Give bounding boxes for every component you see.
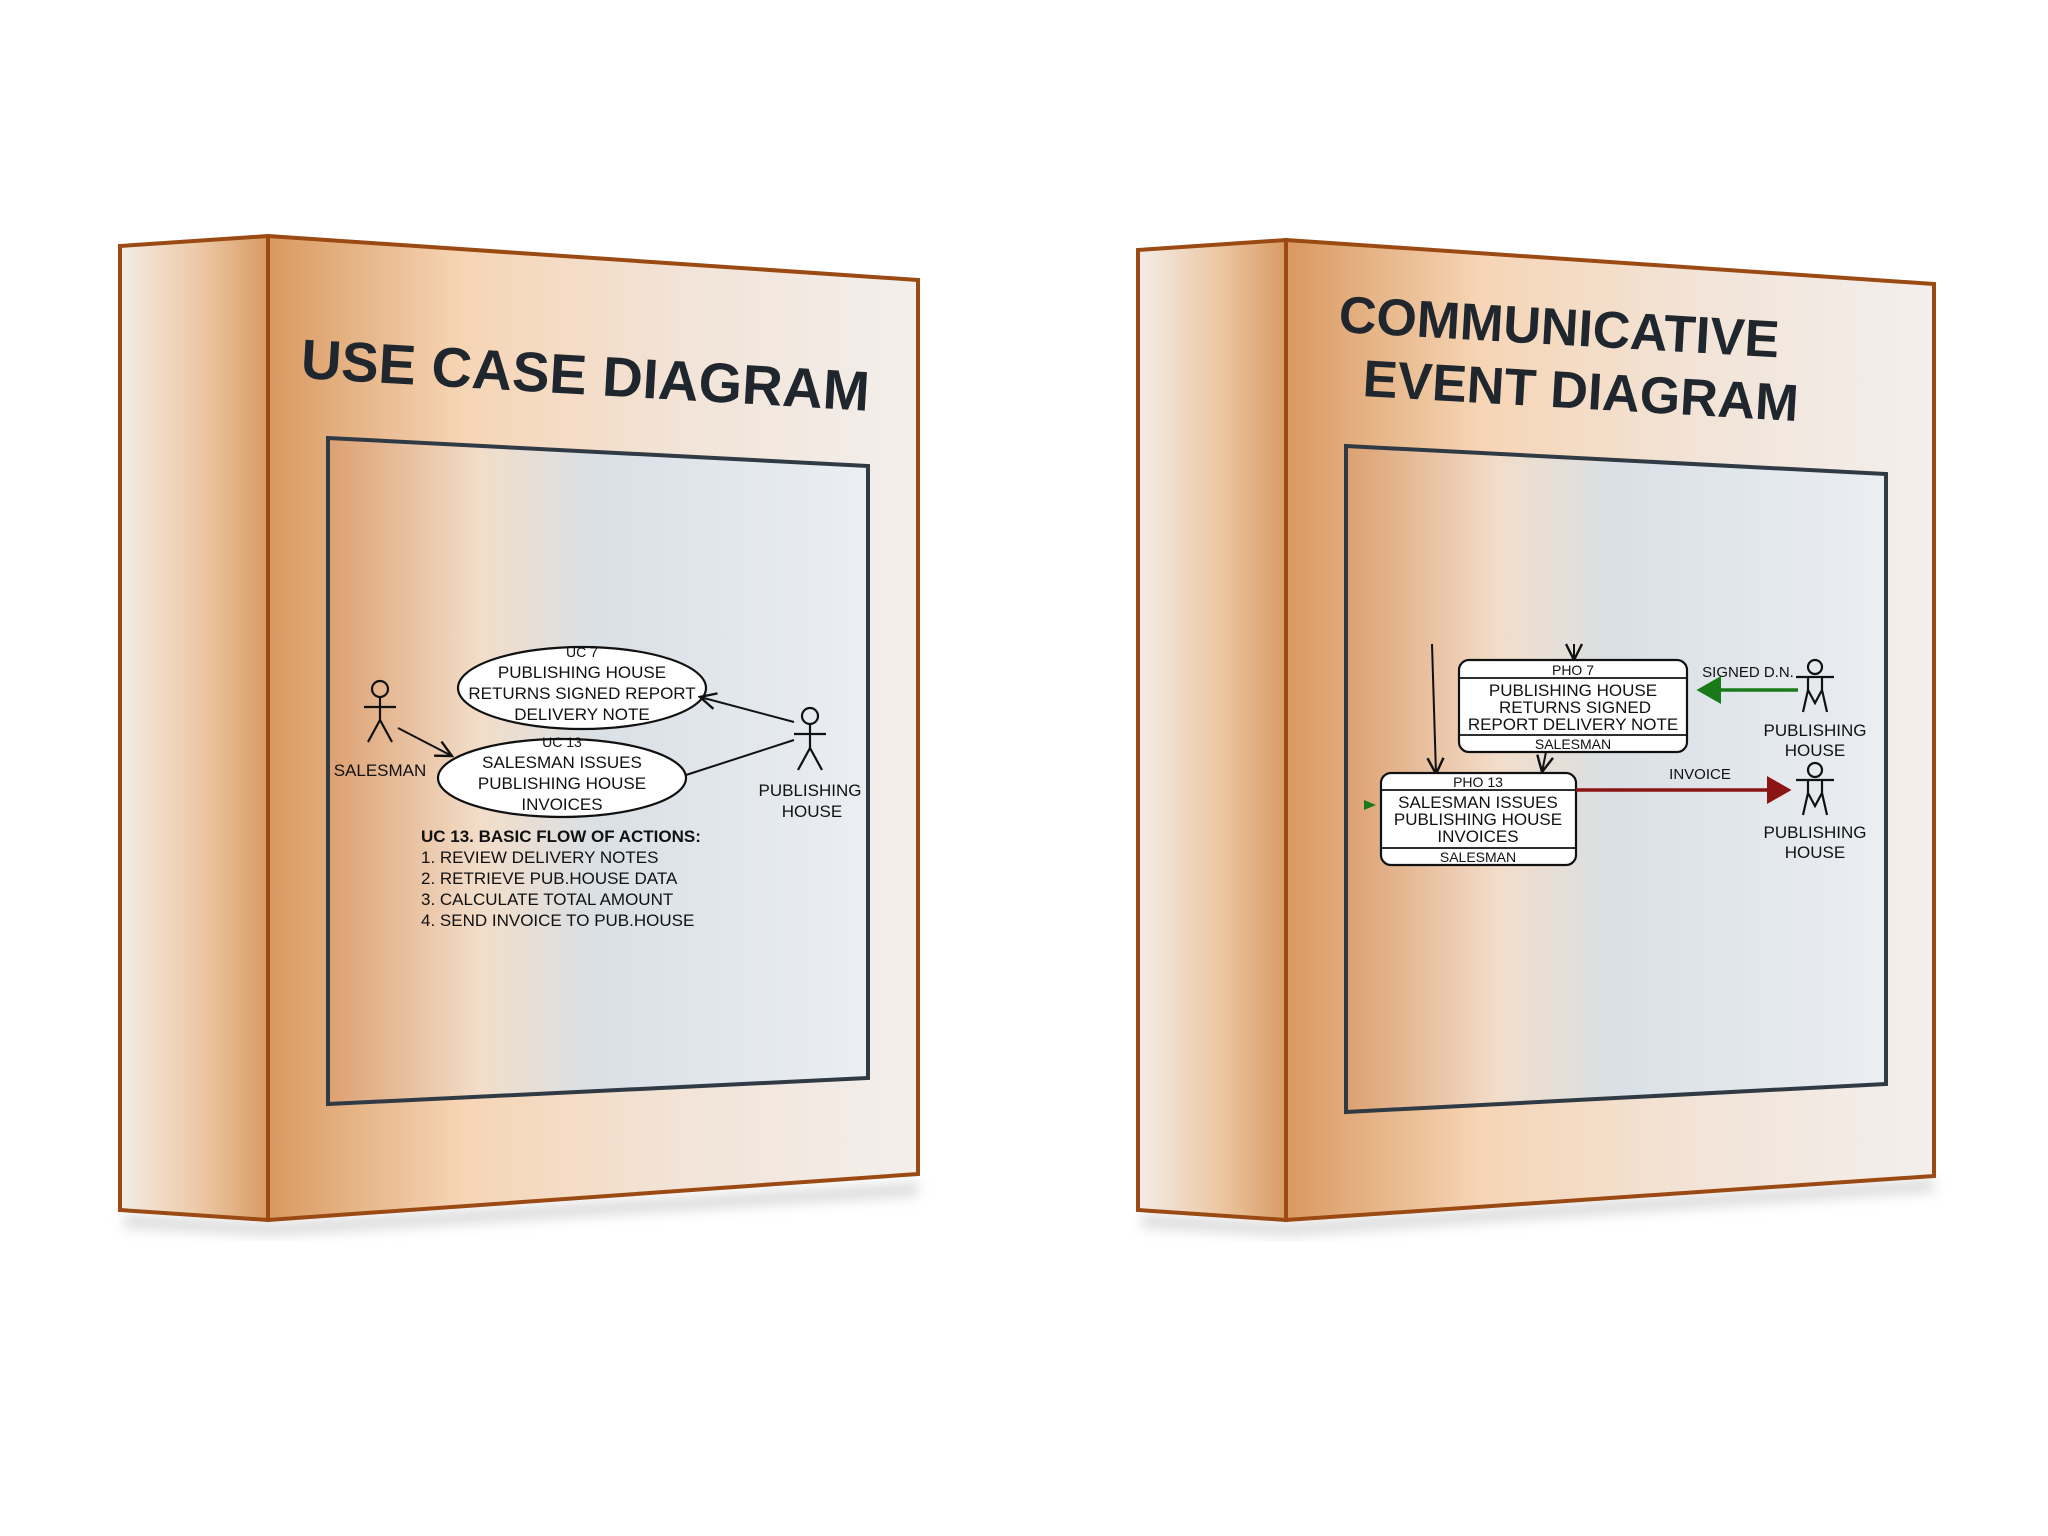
actor-bottom-label-1: PUBLISHING	[1764, 823, 1867, 842]
flow-step-1: 1. REVIEW DELIVERY NOTES	[421, 848, 658, 867]
left-binder-spine	[118, 233, 270, 1223]
publishing-house-actor-label-2: HOUSE	[782, 802, 842, 821]
flow-step-4: 4. SEND INVOICE TO PUB.HOUSE	[421, 911, 694, 930]
uc7-ellipse	[456, 645, 708, 731]
invoice-label: INVOICE	[1669, 766, 1731, 783]
flow-step-3: 3. CALCULATE TOTAL AMOUNT	[421, 890, 673, 909]
salesman-actor-icon	[364, 679, 396, 743]
pho7-actor: SALESMAN	[1535, 736, 1611, 752]
uc13-id: UC 13	[542, 734, 582, 750]
pho7-line-1: PUBLISHING HOUSE	[1489, 681, 1657, 700]
publishing-house-actor-bottom-icon	[1796, 761, 1834, 816]
pho7-id: PHO 7	[1552, 662, 1594, 678]
uc7-line-3: DELIVERY NOTE	[514, 705, 649, 724]
pho13-trigger-marker	[1364, 800, 1376, 810]
uc13-line-3: INVOICES	[521, 795, 602, 814]
salesman-to-uc13-link	[397, 727, 452, 756]
pho13-actor: SALESMAN	[1440, 849, 1516, 865]
actor-top-label-1: PUBLISHING	[1764, 721, 1867, 740]
uc7-id: UC 7	[566, 644, 598, 660]
communicative-event-diagram: PHO 7 PUBLISHING HOUSE RETURNS SIGNED RE…	[1364, 643, 1867, 867]
right-binder: COMMUNICATIVE EVENT DIAGRAM PHO 7 PUBLIS…	[1136, 237, 1936, 1236]
publishing-house-actor-icon	[794, 706, 826, 771]
publishing-house-actor-top-icon	[1796, 658, 1834, 713]
signed-dn-label: SIGNED D.N.	[1702, 664, 1794, 681]
uc13-line-1: SALESMAN ISSUES	[482, 753, 642, 772]
right-diagram-panel	[1344, 443, 1888, 1115]
publishing-to-uc7-link	[700, 697, 795, 723]
uc7-line-2: RETURNS SIGNED REPORT	[468, 684, 695, 703]
flow-step-2: 2. RETRIEVE PUB.HOUSE DATA	[421, 869, 678, 888]
uc7-line-1: PUBLISHING HOUSE	[498, 663, 666, 682]
pho13-id: PHO 13	[1453, 774, 1503, 790]
uc13-line-2: PUBLISHING HOUSE	[478, 774, 646, 793]
pho13-line-1: SALESMAN ISSUES	[1398, 793, 1558, 812]
actor-bottom-label-2: HOUSE	[1785, 843, 1845, 862]
pho13-line-2: PUBLISHING HOUSE	[1394, 810, 1562, 829]
actor-top-label-2: HOUSE	[1785, 741, 1845, 760]
pho13-line-3: INVOICES	[1437, 827, 1518, 846]
salesman-actor-label: SALESMAN	[334, 761, 427, 780]
right-binder-spine	[1136, 237, 1288, 1223]
publishing-house-actor-label-1: PUBLISHING	[759, 781, 862, 800]
incoming-flow-line	[1432, 643, 1436, 774]
left-binder: USE CASE DIAGRAM SALESMAN PUBLISHI	[118, 233, 920, 1236]
flow-title: UC 13. BASIC FLOW OF ACTIONS:	[421, 827, 701, 846]
pho7-box	[1457, 658, 1689, 754]
publishing-to-uc13-link	[685, 739, 795, 776]
pho13-box	[1379, 771, 1578, 867]
pho7-line-3: REPORT DELIVERY NOTE	[1468, 715, 1678, 734]
uc13-ellipse	[436, 737, 688, 819]
pho7-line-2: RETURNS SIGNED	[1499, 698, 1651, 717]
pho7-to-pho13-arrow	[1542, 751, 1546, 772]
use-case-diagram: SALESMAN PUBLISHING HOUSE UC 7 PUBLISHIN…	[334, 644, 862, 930]
